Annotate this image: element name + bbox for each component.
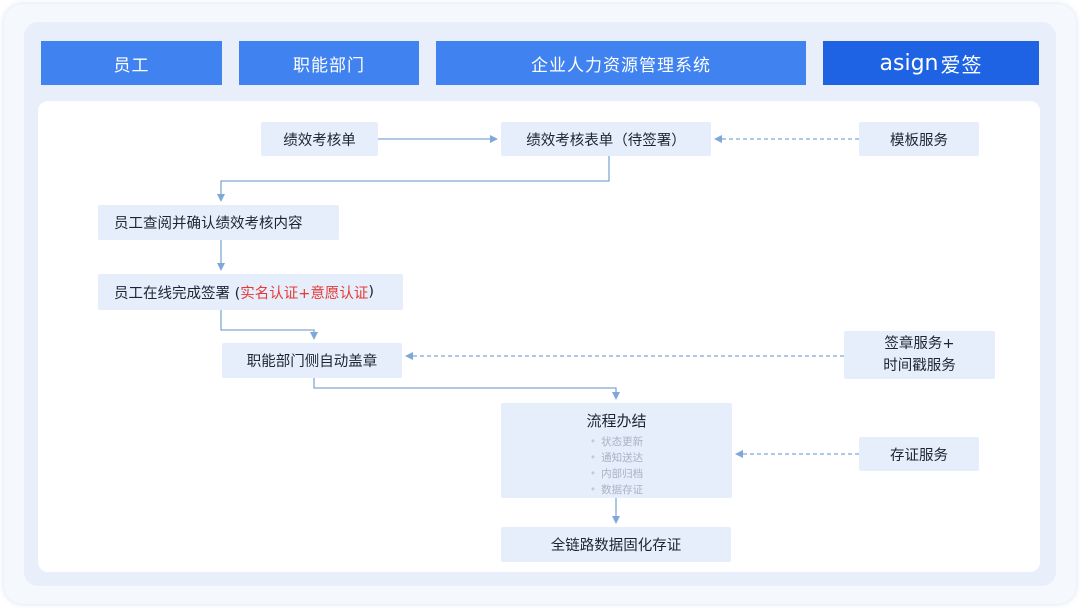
node-perf-form: 绩效考核单 [261, 122, 378, 156]
node-full-chain: 全链路数据固化存证 [501, 527, 731, 562]
lane-header-department: 职能部门 [239, 41, 419, 85]
brand-logo-latin: asign [879, 50, 939, 76]
process-step: 内部归档 [590, 466, 643, 482]
node-evidence-service: 存证服务 [859, 437, 979, 471]
lane-header-employee: 员工 [41, 41, 222, 85]
lane-header-hr-system: 企业人力资源管理系统 [436, 41, 806, 85]
employee-sign-suffix: ) [368, 284, 375, 300]
seal-service-line1: 签章服务+ [884, 336, 955, 352]
employee-sign-prefix: 员工在线完成签署 ( [114, 285, 241, 302]
seal-service-line2: 时间戳服务 [883, 358, 956, 374]
employee-sign-auth-highlight: 实名认证+意愿认证 [240, 285, 369, 302]
process-step: 状态更新 [590, 434, 643, 450]
node-employee-review: 员工查阅并确认绩效考核内容 [98, 205, 339, 240]
node-seal-service: 签章服务+ 时间戳服务 [844, 331, 995, 379]
node-perf-sheet-pending: 绩效考核表单（待签署） [501, 122, 711, 156]
process-step: 数据存证 [590, 482, 643, 498]
brand-logo-cn: 爱签 [940, 52, 983, 77]
brand-logo: asign 爱签 [880, 49, 983, 78]
node-employee-sign: 员工在线完成签署 (实名认证+意愿认证) [98, 274, 403, 310]
node-dept-auto-seal: 职能部门侧自动盖章 [222, 343, 402, 378]
process-step: 通知送达 [590, 450, 643, 466]
lane-header-brand: asign 爱签 [823, 41, 1039, 85]
process-complete-title: 流程办结 [586, 412, 647, 430]
process-steps-list: 状态更新 通知送达 内部归档 数据存证 [590, 434, 643, 498]
node-template-service: 模板服务 [859, 122, 979, 156]
node-process-complete: 流程办结 状态更新 通知送达 内部归档 数据存证 [501, 403, 732, 498]
